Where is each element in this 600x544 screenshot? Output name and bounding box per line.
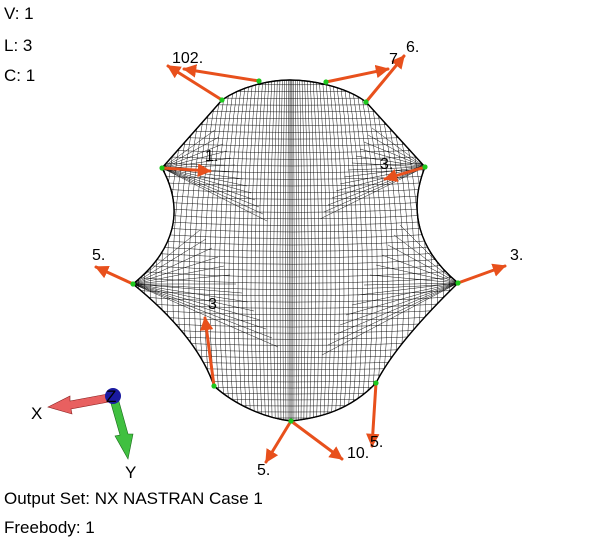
force-label-upper-right: 3. (380, 156, 393, 173)
force-label-bottom-center: 5. (257, 462, 270, 479)
node-marker[interactable] (373, 380, 379, 386)
force-label-lower-left: 3 (208, 296, 217, 313)
load-nodes (130, 78, 461, 424)
node-marker[interactable] (363, 99, 369, 105)
force-label-top-right-b: 6. (406, 39, 419, 56)
fe-mesh[interactable] (96, 70, 486, 430)
triad-y-arrow (109, 397, 134, 460)
force-arrow (364, 54, 406, 104)
force-arrow (199, 316, 216, 388)
force-label-top-right-a: 7 (389, 51, 398, 68)
triad-x-arrow (47, 392, 115, 415)
node-marker[interactable] (130, 281, 136, 287)
force-arrow (182, 64, 261, 83)
force-labels: 102. 7 6. 1. 3. 5. 3. 3 5. 10. 5. (92, 39, 523, 479)
output-set-label: Output Set: NX NASTRAN Case 1 (4, 489, 263, 508)
triad-z-label: Z (106, 387, 116, 406)
triad-x-label: X (31, 404, 42, 423)
force-arrow (166, 64, 224, 102)
force-label-upper-left: 1. (205, 148, 218, 165)
node-marker[interactable] (219, 97, 225, 103)
force-arrow (324, 64, 390, 84)
node-marker[interactable] (422, 164, 428, 170)
mesh-element-lines (133, 80, 458, 421)
coordinate-triad: Z X Y (31, 387, 136, 482)
force-label-bottom-right-b: 5. (370, 434, 383, 451)
node-marker[interactable] (323, 79, 329, 85)
force-label-bottom-right-a: 10. (347, 445, 369, 462)
force-arrow (94, 265, 135, 286)
force-label-top-left: 102. (172, 50, 203, 67)
view-info-l: L: 3 (4, 36, 33, 55)
view-info-c: C: 1 (4, 66, 36, 85)
freebody-label: Freebody: 1 (4, 518, 95, 537)
force-arrow (366, 381, 380, 448)
node-marker[interactable] (455, 280, 461, 286)
force-arrow (383, 165, 427, 182)
triad-z-icon (105, 388, 121, 404)
force-arrow (160, 163, 212, 177)
view-info-v: V: 1 (4, 4, 34, 23)
force-arrows (94, 54, 507, 464)
force-arrow (456, 263, 507, 285)
force-label-mid-right: 3. (510, 247, 523, 264)
triad-y-label: Y (125, 463, 136, 482)
node-marker[interactable] (211, 383, 217, 389)
node-marker[interactable] (159, 165, 165, 171)
node-marker[interactable] (256, 78, 262, 84)
force-arrow (264, 419, 293, 464)
node-marker[interactable] (288, 418, 294, 424)
force-arrow (289, 419, 344, 461)
force-label-mid-left: 5. (92, 247, 105, 264)
